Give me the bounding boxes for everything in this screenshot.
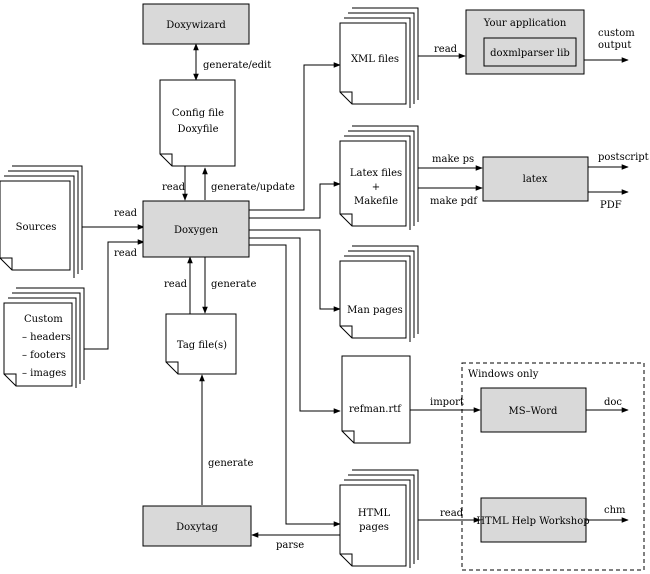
windows-only-frame — [461, 362, 645, 571]
label-read-html: read — [440, 508, 464, 519]
man-fold — [340, 325, 353, 338]
label-generate-tag: generate — [211, 279, 256, 290]
label-generate-doxytag: generate — [208, 458, 253, 469]
config-file-node: Config file Doxyfile — [159, 79, 236, 167]
doxygen-label: Doxygen — [174, 225, 219, 236]
label-doc: doc — [604, 397, 622, 408]
edge-custom-doxygen — [82, 239, 145, 350]
doxywizard-label: Doxywizard — [166, 20, 226, 31]
hhw-label: HTML Help Workshop — [476, 516, 589, 527]
your-application-label: Your application — [483, 18, 567, 29]
xml-fold — [340, 91, 353, 104]
edge-labels: generate/edit read generate/update read … — [114, 28, 649, 551]
xml-node: XML files — [339, 7, 419, 108]
doxywizard-box — [142, 3, 250, 45]
man-label: Man pages — [347, 305, 403, 316]
label-read-xml: read — [434, 44, 458, 55]
man-doc — [339, 260, 407, 339]
doxytag-node: Doxytag — [142, 505, 252, 547]
tag-file-label: Tag file(s) — [177, 340, 227, 351]
latex-files-line2: + — [372, 182, 380, 193]
windows-only-label: Windows only — [468, 369, 539, 380]
doxygen-node: Doxygen — [142, 200, 250, 258]
edge-doxygen-man — [249, 229, 341, 312]
label-parse: parse — [276, 540, 304, 551]
edge-doxygen-rtf — [249, 237, 341, 414]
html-node: HTML pages — [339, 469, 419, 568]
label-read-tag: read — [164, 279, 188, 290]
latex-files-line1: Latex files — [350, 168, 402, 179]
xml-label: XML files — [351, 54, 399, 65]
tag-file-fold — [166, 361, 179, 374]
html-line1: HTML — [358, 508, 391, 519]
custom-node: Custom – headers – footers – images — [3, 287, 85, 388]
label-custom-output-1: custom — [598, 28, 635, 39]
rtf-label: refman.rtf — [349, 404, 402, 415]
label-pdf: PDF — [600, 200, 622, 211]
sources-label: Sources — [16, 222, 57, 233]
label-read-sources: read — [114, 208, 138, 219]
doxywizard-node: Doxywizard — [142, 3, 250, 45]
tag-file-doc — [165, 313, 237, 375]
label-make-ps: make ps — [432, 154, 474, 165]
config-file-doc — [159, 79, 236, 167]
edge-doxygen-latex-files — [249, 181, 341, 219]
hhw-node: HTML Help Workshop — [476, 497, 590, 543]
rtf-node: refman.rtf — [341, 355, 411, 444]
parser-lib-label: doxmlparser lib — [490, 48, 570, 59]
html-doc — [339, 484, 407, 567]
label-read-config: read — [162, 182, 186, 193]
html-line2: pages — [359, 522, 389, 533]
custom-item-images: – images — [22, 368, 66, 379]
custom-title: Custom — [24, 314, 63, 325]
your-application-node: Your application doxmlparser lib — [465, 9, 585, 75]
label-postscript: postscript — [598, 152, 649, 163]
label-generate-edit: generate/edit — [203, 60, 271, 71]
config-file-fold — [160, 153, 173, 166]
doxygen-box — [142, 200, 250, 258]
rtf-doc — [341, 355, 411, 444]
parser-lib-box — [483, 37, 577, 67]
rtf-fold — [342, 430, 355, 443]
msword-node: MS–Word — [480, 387, 587, 433]
latex-node: latex — [482, 156, 589, 202]
windows-only-region: Windows only — [461, 362, 645, 571]
latex-box — [482, 156, 589, 202]
sources-node: Sources — [0, 165, 83, 278]
custom-doc — [3, 302, 73, 387]
label-generate-update: generate/update — [211, 182, 295, 193]
edges — [82, 43, 629, 538]
label-chm: chm — [604, 505, 626, 516]
label-make-pdf: make pdf — [430, 196, 478, 207]
doxytag-label: Doxytag — [176, 522, 218, 533]
custom-item-footers: – footers — [22, 350, 66, 361]
edge-doxygen-xml — [249, 62, 341, 211]
sources-doc — [0, 180, 71, 271]
sources-fold — [0, 257, 13, 270]
config-file-line2: Doxyfile — [177, 124, 218, 135]
label-read-custom: read — [114, 248, 138, 259]
hhw-box — [480, 497, 587, 543]
custom-fold — [4, 373, 17, 386]
latex-files-line3: Makefile — [354, 196, 398, 207]
label-import: import — [430, 397, 464, 408]
doxytag-box — [142, 505, 252, 547]
html-fold — [340, 553, 353, 566]
msword-label: MS–Word — [509, 406, 558, 417]
label-custom-output-2: output — [598, 40, 631, 51]
msword-box — [480, 387, 587, 433]
latex-files-fold — [340, 213, 353, 226]
latex-files-node: Latex files + Makefile — [339, 125, 419, 230]
custom-item-headers: – headers — [22, 332, 71, 343]
config-file-line1: Config file — [172, 108, 224, 119]
latex-label: latex — [523, 174, 548, 185]
latex-files-doc — [339, 140, 407, 227]
man-node: Man pages — [339, 245, 419, 342]
tag-file-node: Tag file(s) — [165, 313, 237, 375]
edge-doxygen-html — [249, 244, 341, 527]
xml-doc — [339, 22, 407, 105]
